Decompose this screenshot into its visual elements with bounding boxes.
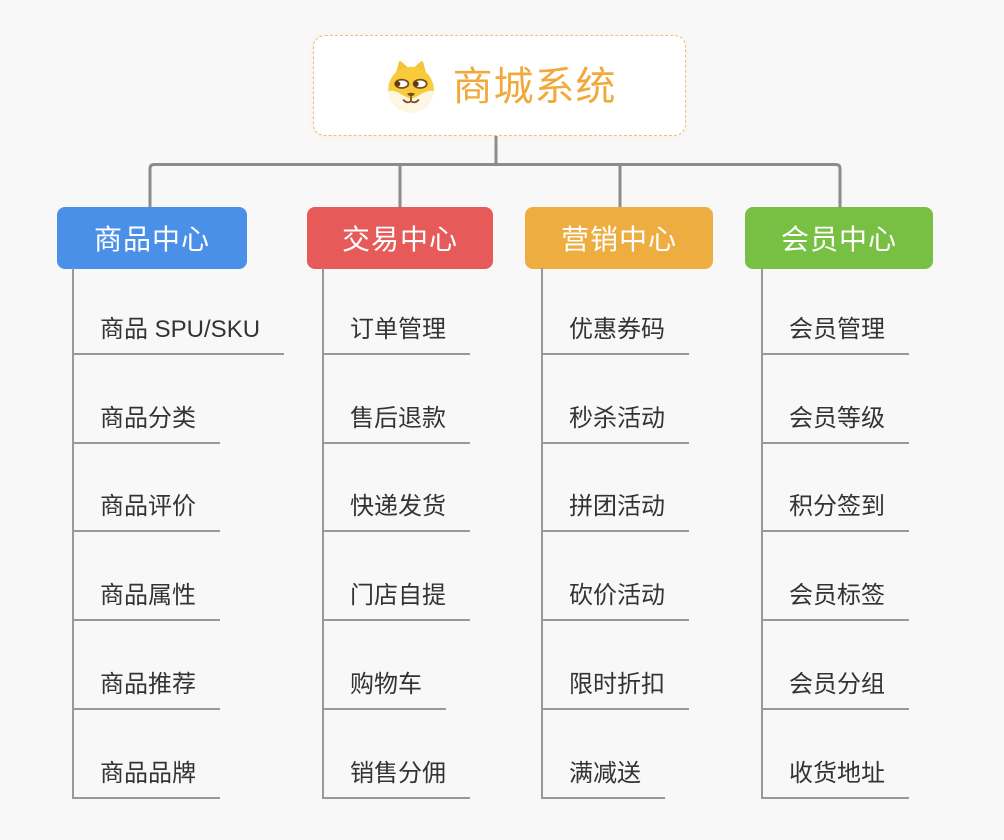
shiba-dog-icon [387,60,434,112]
leaf-label: 商品推荐 [100,671,196,698]
leaf-node[interactable]: 会员等级 [761,390,909,444]
leaf-node[interactable]: 会员管理 [761,301,909,355]
leaf-label: 积分签到 [789,493,885,520]
leaf-label: 收货地址 [789,760,885,787]
leaf-node[interactable]: 限时折扣 [541,656,689,710]
leaf-column-trade: 订单管理 售后退款 快递发货 门店自提 购物车 销售分佣 [322,268,572,799]
leaf-node[interactable]: 会员分组 [761,656,909,710]
leaf-label: 会员管理 [789,316,885,343]
leaf-label: 拼团活动 [569,493,665,520]
branch-label: 营销中心 [560,224,677,255]
branch-node-marketing-center[interactable]: 营销中心 [525,207,713,269]
leaf-node[interactable]: 商品品牌 [72,745,220,799]
root-node[interactable]: 商城系统 [313,35,686,136]
leaf-node[interactable]: 商品 SPU/SKU [72,301,285,355]
leaf-label: 销售分佣 [350,760,446,787]
branch-label: 商品中心 [93,224,210,255]
leaf-node[interactable]: 拼团活动 [541,478,689,532]
leaf-label: 满减送 [569,760,641,787]
leaf-label: 订单管理 [350,316,446,343]
branch-rail-line [148,163,842,209]
leaf-label: 快递发货 [350,493,446,520]
leaf-node[interactable]: 销售分佣 [322,745,470,799]
leaf-label: 门店自提 [350,582,446,609]
branch-label: 会员中心 [780,224,897,255]
leaf-label: 会员分组 [789,671,885,698]
leaf-node[interactable]: 订单管理 [322,301,470,355]
leaf-label: 商品评价 [100,493,196,520]
leaf-node[interactable]: 满减送 [541,745,665,799]
leaf-node[interactable]: 砍价活动 [541,567,689,621]
leaf-node[interactable]: 门店自提 [322,567,470,621]
leaf-label: 限时折扣 [569,671,665,698]
leaf-label: 商品品牌 [100,760,196,787]
leaf-node[interactable]: 快递发货 [322,478,470,532]
leaf-label: 商品分类 [100,405,196,432]
leaf-label: 售后退款 [350,405,446,432]
branch-node-member-center[interactable]: 会员中心 [745,207,933,269]
leaf-node[interactable]: 优惠券码 [541,301,689,355]
leaf-node[interactable]: 售后退款 [322,390,470,444]
root-title: 商城系统 [452,64,617,109]
leaf-column-marketing: 优惠券码 秒杀活动 拼团活动 砍价活动 限时折扣 满减送 [541,268,791,799]
leaf-node[interactable]: 收货地址 [761,745,909,799]
leaf-label: 商品 SPU/SKU [100,316,261,343]
leaf-node[interactable]: 积分签到 [761,478,909,532]
leaf-label: 商品属性 [100,582,196,609]
leaf-label: 会员等级 [789,405,885,432]
leaf-node[interactable]: 商品属性 [72,567,220,621]
leaf-label: 砍价活动 [569,582,665,609]
leaf-node[interactable]: 商品分类 [72,390,220,444]
leaf-label: 优惠券码 [569,316,665,343]
branch-label: 交易中心 [341,224,458,255]
leaf-node[interactable]: 购物车 [322,656,446,710]
leaf-label: 秒杀活动 [569,405,665,432]
leaf-label: 会员标签 [789,582,885,609]
branch-node-product-center[interactable]: 商品中心 [57,207,247,269]
leaf-node[interactable]: 商品评价 [72,478,220,532]
leaf-node[interactable]: 会员标签 [761,567,909,621]
leaf-column-member: 会员管理 会员等级 积分签到 会员标签 会员分组 收货地址 [761,268,1004,799]
leaf-node[interactable]: 商品推荐 [72,656,220,710]
branch-node-trade-center[interactable]: 交易中心 [307,207,493,269]
leaf-node[interactable]: 秒杀活动 [541,390,689,444]
leaf-label: 购物车 [350,671,422,698]
leaf-column-product: 商品 SPU/SKU 商品分类 商品评价 商品属性 商品推荐 商品品牌 [72,268,322,799]
